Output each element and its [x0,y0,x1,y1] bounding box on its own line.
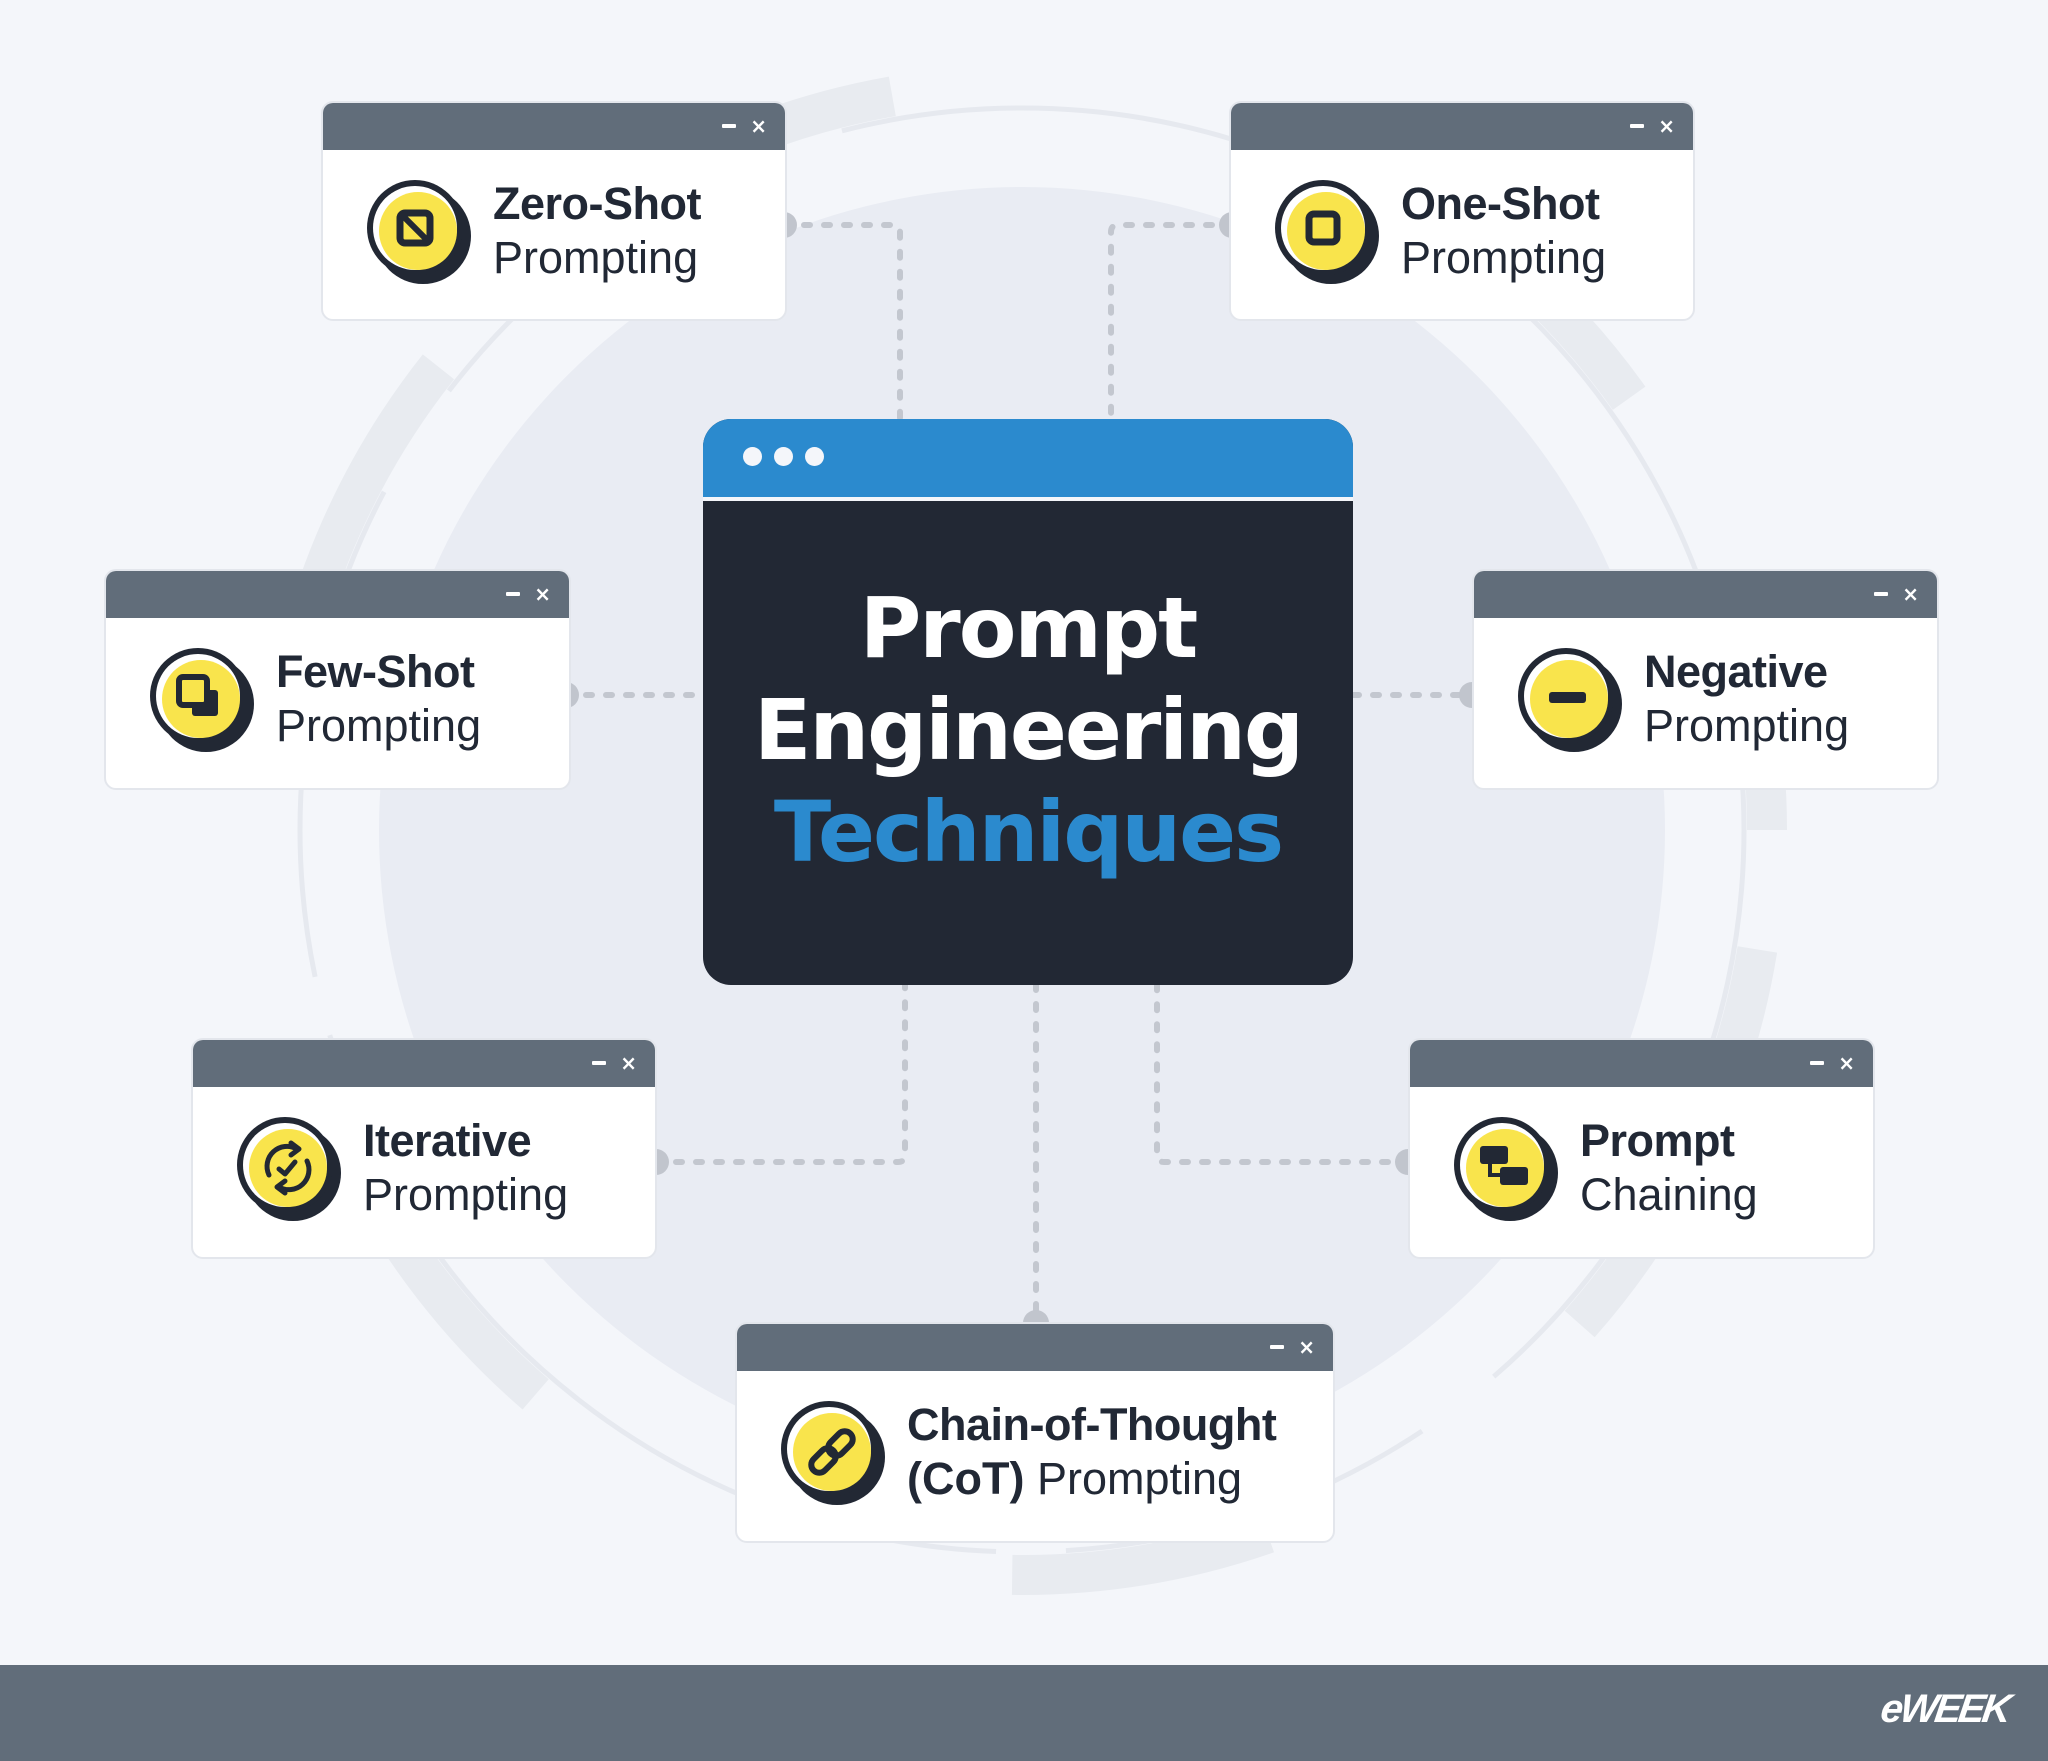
close-icon[interactable]: × [1838,1051,1855,1075]
technique-card-few-shot[interactable]: × Few-Shot Prompting [104,569,571,790]
title-line-2: Engineering [754,681,1304,779]
close-icon[interactable]: × [750,114,767,138]
minimize-icon[interactable] [1874,592,1889,596]
close-icon[interactable]: × [534,582,551,606]
card-titlebar: × [193,1040,655,1087]
refresh-check-icon [237,1117,341,1221]
minimize-icon[interactable] [1810,1061,1825,1065]
center-title-window: Prompt Engineering Techniques [703,419,1353,985]
card-subtitle-bold: (CoT) [907,1453,1025,1504]
card-subtitle: Prompting [493,232,699,283]
close-icon[interactable]: × [1902,582,1919,606]
close-icon[interactable]: × [1658,114,1675,138]
card-title: Zero-Shot [493,178,701,229]
card-label: Iterative Prompting [363,1114,568,1222]
card-label: Negative Prompting [1644,645,1849,753]
page-title: Prompt Engineering Techniques [703,577,1353,883]
minimize-icon[interactable] [1630,124,1645,128]
technique-card-chain-of-thought[interactable]: × Chain-of-Thought (CoT) Prompting [735,1322,1335,1543]
card-titlebar: × [1231,103,1693,150]
card-label: Prompt Chaining [1580,1114,1758,1222]
card-subtitle: Chaining [1580,1169,1758,1220]
footer-bar: eWEEK [0,1665,2048,1761]
eweek-logo: eWEEK [1877,1687,2012,1731]
card-subtitle: Prompting [276,700,482,751]
flow-blocks-icon [1454,1117,1558,1221]
card-titlebar: × [737,1324,1333,1371]
card-title: Negative [1644,646,1828,697]
card-titlebar: × [323,103,785,150]
minus-icon [1518,648,1622,752]
center-window-titlebar [703,419,1353,501]
card-label: Chain-of-Thought (CoT) Prompting [907,1398,1277,1506]
square-icon [1275,180,1379,284]
card-subtitle: Prompting [1401,232,1607,283]
card-label: Zero-Shot Prompting [493,177,701,285]
technique-card-zero-shot[interactable]: × Zero-Shot Prompting [321,101,787,321]
card-label: One-Shot Prompting [1401,177,1606,285]
stacked-squares-icon [150,648,254,752]
title-line-1: Prompt [859,579,1199,677]
card-title: One-Shot [1401,178,1600,229]
close-icon[interactable]: × [620,1051,637,1075]
card-titlebar: × [106,571,569,618]
minimize-icon[interactable] [506,592,521,596]
technique-card-prompt-chaining[interactable]: × Prompt Chaining [1408,1038,1875,1259]
minimize-icon[interactable] [592,1061,607,1065]
card-subtitle: Prompting [1024,1453,1243,1504]
window-dots-icon [743,447,824,466]
card-title: Iterative [363,1115,532,1166]
minimize-icon[interactable] [722,124,737,128]
card-titlebar: × [1410,1040,1873,1087]
square-slash-icon [367,180,471,284]
card-label: Few-Shot Prompting [276,645,481,753]
close-icon[interactable]: × [1298,1335,1315,1359]
card-subtitle: Prompting [1644,700,1850,751]
card-title: Few-Shot [276,646,475,697]
minimize-icon[interactable] [1270,1345,1285,1349]
title-line-3: Techniques [773,783,1284,881]
technique-card-negative[interactable]: × Negative Prompting [1472,569,1939,790]
technique-card-iterative[interactable]: × Iterative Prompting [191,1038,657,1259]
technique-card-one-shot[interactable]: × One-Shot Prompting [1229,101,1695,321]
card-titlebar: × [1474,571,1937,618]
card-subtitle: Prompting [363,1169,569,1220]
link-icon [781,1401,885,1505]
card-title: Prompt [1580,1115,1735,1166]
card-title: Chain-of-Thought [907,1399,1277,1450]
